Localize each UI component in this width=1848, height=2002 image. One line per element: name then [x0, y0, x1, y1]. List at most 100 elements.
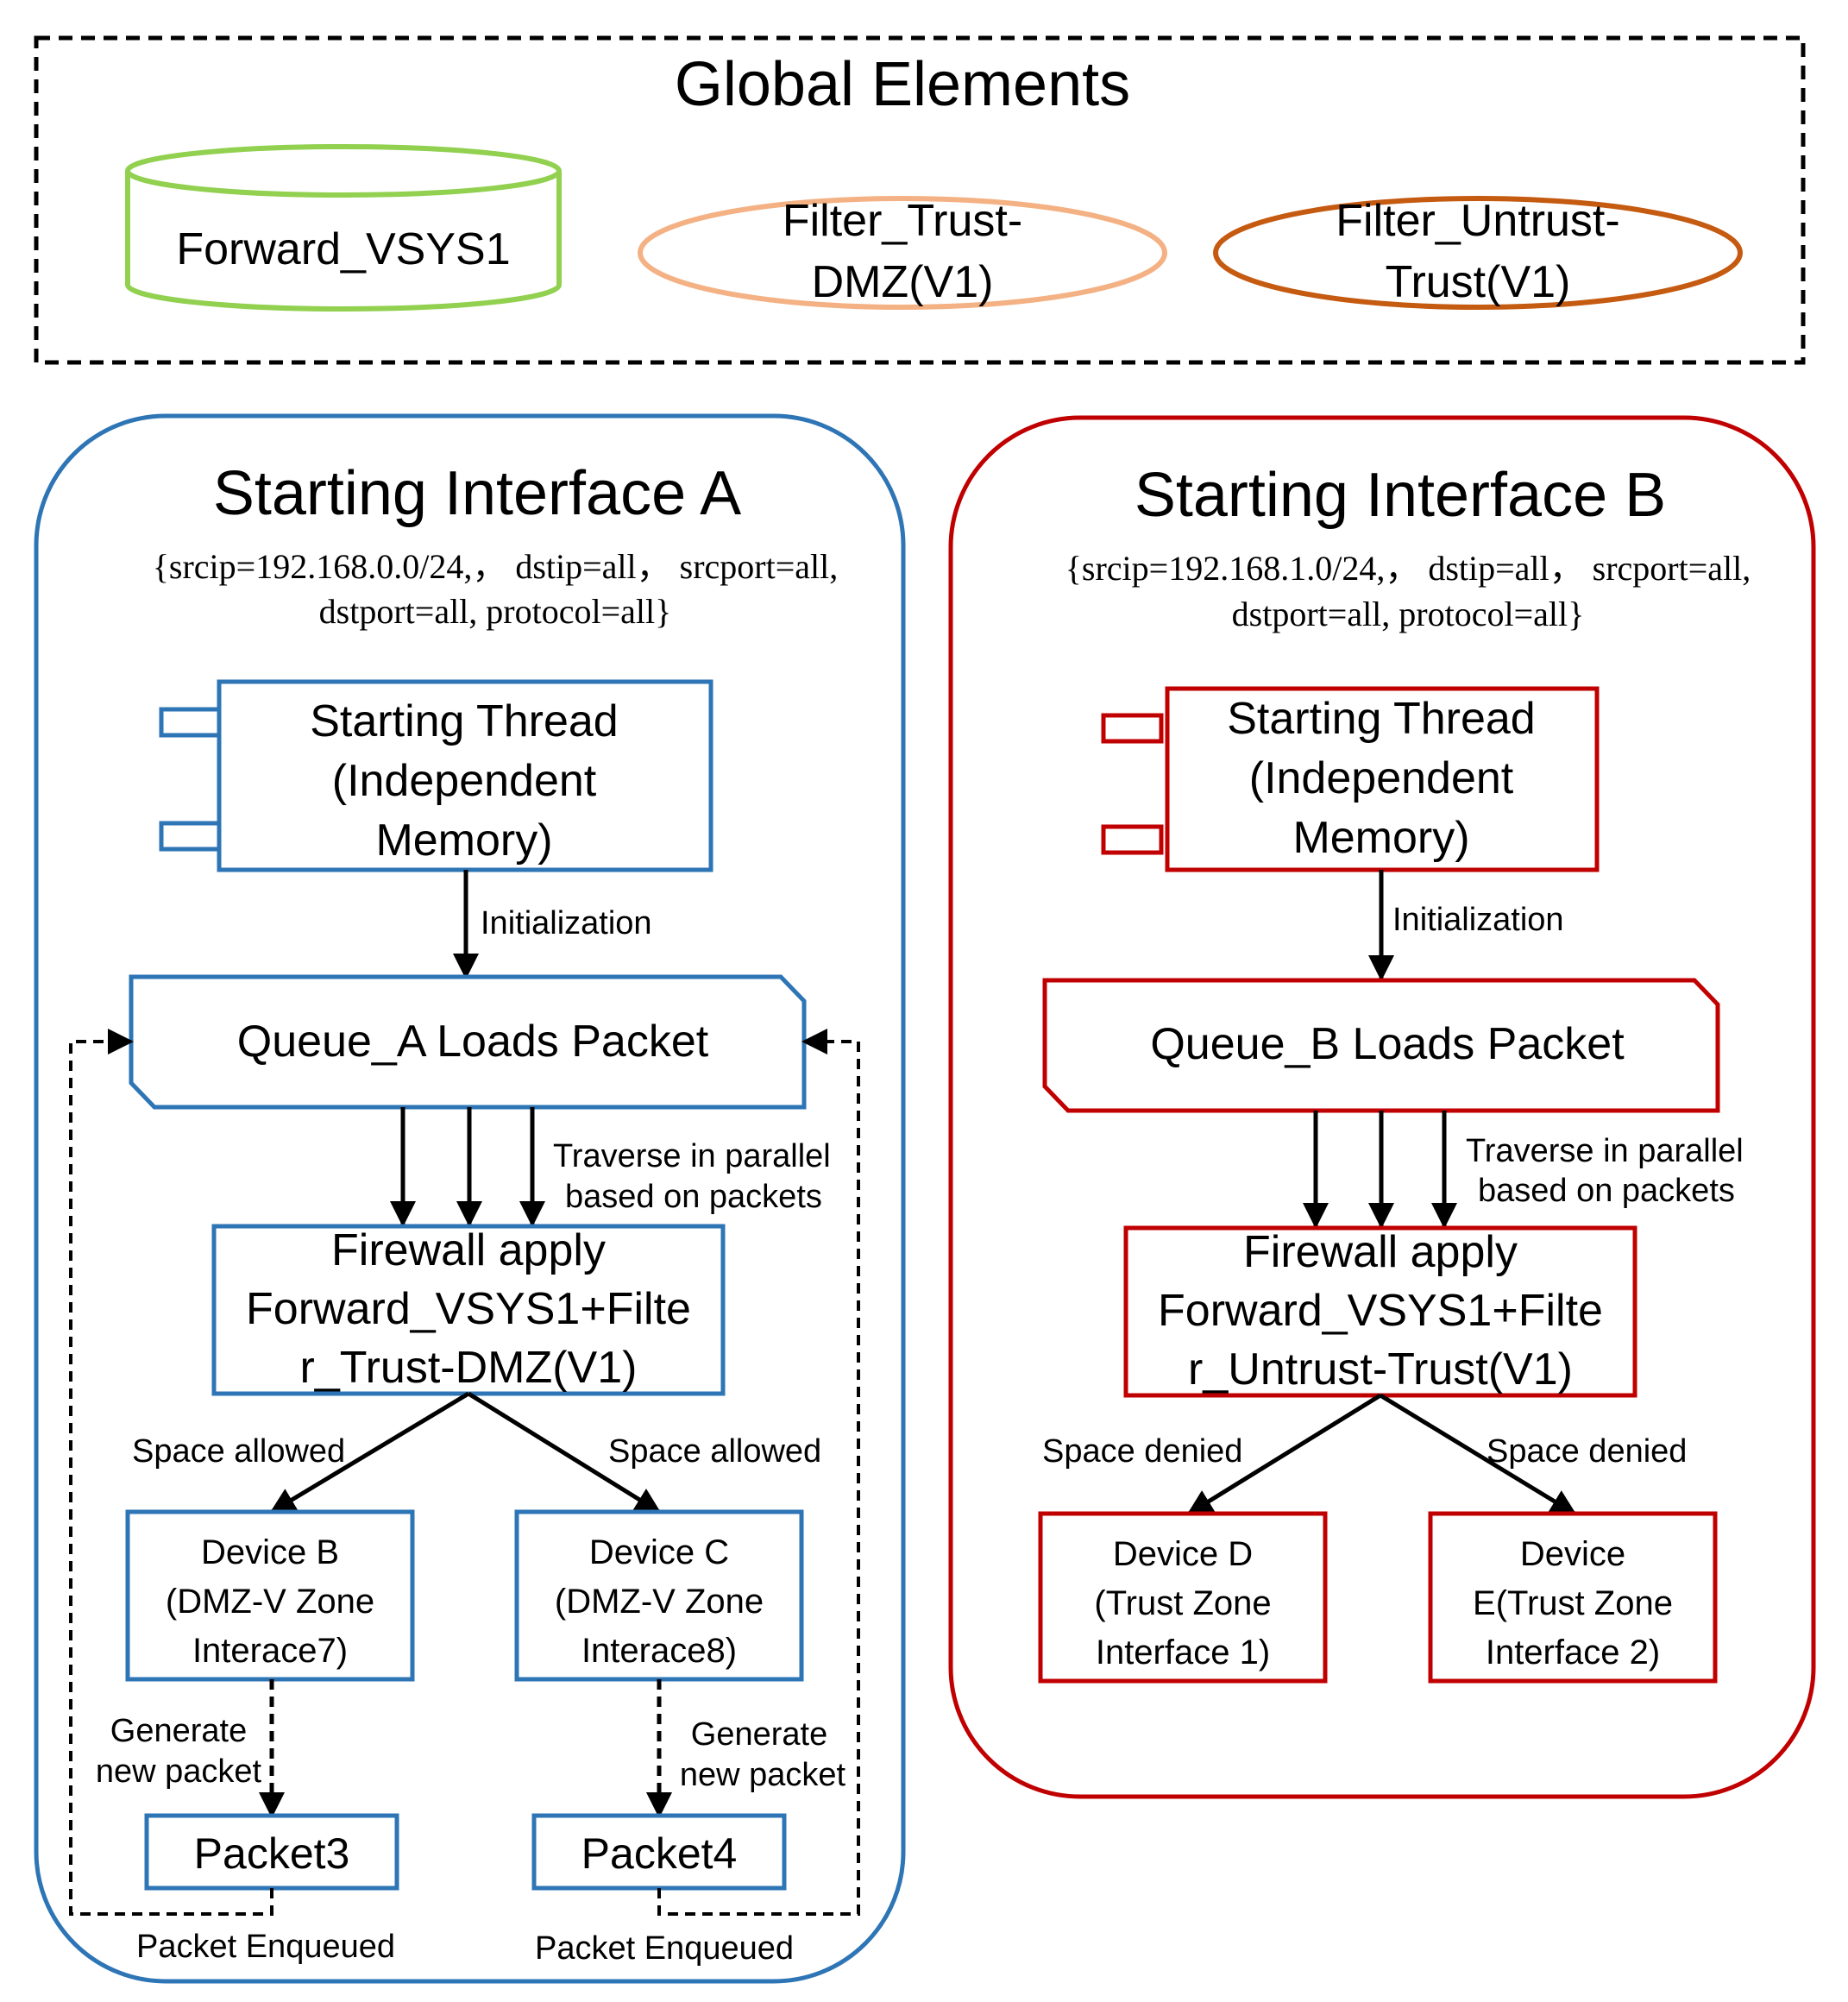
device-c-label-line3: Interace8) [581, 1632, 737, 1670]
enqueued-label-left: Packet Enqueued [136, 1929, 395, 1965]
device-e-box [1428, 1511, 1718, 1684]
packet4-box [531, 1813, 787, 1891]
thread-b-label-line2: (Independent [1249, 753, 1514, 803]
panel-b-params-line2: dstport=all, protocol=all} [1232, 595, 1585, 633]
forward-vsys1-label: Forward_VSYS1 [176, 224, 510, 274]
thread-a-port-bottom [159, 821, 222, 852]
thread-a-port-top [159, 707, 222, 738]
generate-label-right-line1: Generate [691, 1716, 827, 1753]
thread-a-label-line3: Memory) [375, 815, 552, 866]
firewall-a-label-line3: r_Trust-DMZ(V1) [300, 1343, 638, 1393]
device-c-label-line2: (DMZ-V Zone [555, 1583, 764, 1621]
device-b-label-line3: Interace7) [192, 1632, 348, 1670]
filter-trust-dmz-label-line1: Filter_Trust- [783, 196, 1022, 246]
device-e-label-line2: E(Trust Zone [1473, 1584, 1673, 1622]
traverse-label-b-line2: based on packets [1478, 1173, 1735, 1209]
device-d-label-line2: (Trust Zone [1094, 1584, 1271, 1622]
branch-arrow-b-right [1379, 1393, 1577, 1516]
device-c-box [514, 1509, 804, 1682]
branch-label-b-right: Space denied [1487, 1433, 1687, 1470]
packet4: Packet4 [531, 1813, 787, 1891]
panel-a-border [34, 413, 906, 1984]
global-elements-section: Global Elements Forward_VSYS1 Filter_Tru… [34, 35, 1806, 365]
thread-b-box [1165, 686, 1600, 872]
branch-label-a-right: Space allowed [608, 1433, 821, 1470]
thread-b-port-bottom [1101, 824, 1164, 855]
branch-arrow-b-left [1186, 1393, 1382, 1516]
panel-b-params-line1: {srcip=192.168.1.0/24,， dstip=all， srcpo… [1065, 549, 1751, 588]
device-e: Device E(Trust Zone Interface 2) [1428, 1511, 1718, 1684]
panel-a-starting-thread: Starting Thread (Independent Memory) [159, 679, 713, 872]
firewall-b: Firewall apply Forward_VSYS1+Filte r_Unt… [1123, 1225, 1637, 1398]
panel-a-title: Starting Interface A [213, 459, 741, 528]
generate-label-left-line2: new packet [96, 1753, 262, 1790]
filter-trust-dmz-label-line2: DMZ(V1) [812, 257, 994, 307]
panel-a-params-line2: dstport=all, protocol=all} [319, 592, 672, 631]
global-elements-border [34, 35, 1806, 365]
generate-label-right-line2: new packet [680, 1757, 846, 1793]
filter-untrust-trust-element: Filter_Untrust- Trust(V1) [1213, 196, 1743, 310]
device-b-box [125, 1509, 415, 1682]
device-e-label-line3: Interface 2) [1486, 1634, 1660, 1671]
packet3: Packet3 [144, 1813, 399, 1891]
firewall-a-box [211, 1224, 726, 1396]
thread-a-label-line1: Starting Thread [310, 696, 618, 746]
thread-a-box [217, 679, 713, 872]
queue-b: Queue_B Loads Packet [1042, 978, 1720, 1113]
branch-label-b-left: Space denied [1042, 1433, 1242, 1470]
packet3-box [144, 1813, 399, 1891]
queue-b-shape [1042, 978, 1720, 1113]
queue-b-label: Queue_B Loads Packet [1150, 1019, 1625, 1069]
init-label-a: Initialization [481, 905, 652, 941]
device-e-label-line1: Device [1520, 1535, 1625, 1573]
packet4-label: Packet4 [581, 1829, 738, 1878]
device-b-label-line1: Device B [201, 1533, 339, 1571]
panel-b-starting-thread: Starting Thread (Independent Memory) [1101, 686, 1600, 872]
queue-a-label: Queue_A Loads Packet [237, 1017, 709, 1067]
thread-b-label-line3: Memory) [1292, 813, 1469, 863]
database-top [125, 144, 562, 198]
init-label-b: Initialization [1392, 902, 1564, 938]
panel-a-params-line1: {srcip=192.168.0.0/24,， dstip=all， srcpo… [153, 547, 839, 586]
enqueue-loop-left [69, 1029, 273, 1916]
branch-arrow-a-left [269, 1391, 470, 1514]
device-b-label-line2: (DMZ-V Zone [166, 1583, 374, 1621]
branch-label-a-left: Space allowed [132, 1433, 345, 1470]
device-d: Device D (Trust Zone Interface 1) [1038, 1511, 1328, 1684]
queue-a-shape [129, 974, 807, 1110]
firewall-b-box [1123, 1225, 1637, 1398]
forward-vsys1-database: Forward_VSYS1 [125, 144, 562, 312]
traverse-label-b-line1: Traverse in parallel [1466, 1133, 1744, 1169]
firewall-b-label-line1: Firewall apply [1243, 1227, 1518, 1277]
device-d-label-line3: Interface 1) [1096, 1634, 1270, 1671]
device-c-label-line1: Device C [589, 1533, 729, 1571]
filter-trust-dmz-element: Filter_Trust- DMZ(V1) [638, 196, 1167, 310]
device-d-box [1038, 1511, 1328, 1684]
firewall-a-label-line1: Firewall apply [331, 1225, 606, 1275]
filter-untrust-trust-label-line2: Trust(V1) [1386, 257, 1571, 307]
generate-label-left-line1: Generate [110, 1713, 247, 1749]
branch-arrow-a-right [467, 1391, 662, 1514]
firewall-a: Firewall apply Forward_VSYS1+Filte r_Tru… [211, 1224, 726, 1396]
firewall-a-label-line2: Forward_VSYS1+Filte [246, 1284, 691, 1334]
firewall-b-label-line2: Forward_VSYS1+Filte [1158, 1286, 1603, 1336]
thread-b-port-top [1101, 713, 1164, 744]
starting-interface-b-panel: Starting Interface B {srcip=192.168.1.0/… [948, 415, 1816, 1799]
database-body [125, 171, 562, 312]
thread-a-label-line2: (Independent [332, 756, 597, 806]
firewall-b-label-line3: r_Untrust-Trust(V1) [1188, 1344, 1573, 1394]
traverse-label-a-line1: Traverse in parallel [553, 1138, 831, 1174]
panel-b-title: Starting Interface B [1135, 461, 1666, 530]
traverse-label-a-line2: based on packets [565, 1179, 822, 1215]
thread-b-label-line1: Starting Thread [1227, 694, 1535, 744]
queue-a: Queue_A Loads Packet [129, 974, 807, 1110]
global-elements-title: Global Elements [675, 50, 1130, 119]
packet3-label: Packet3 [194, 1829, 350, 1878]
panel-b-border [948, 415, 1816, 1799]
enqueue-loop-right [657, 1029, 860, 1916]
device-b: Device B (DMZ-V Zone Interace7) [125, 1509, 415, 1682]
starting-interface-a-panel: Starting Interface A {srcip=192.168.0.0/… [34, 413, 906, 1984]
filter-untrust-trust-ellipse [1213, 196, 1743, 310]
device-c: Device C (DMZ-V Zone Interace8) [514, 1509, 804, 1682]
